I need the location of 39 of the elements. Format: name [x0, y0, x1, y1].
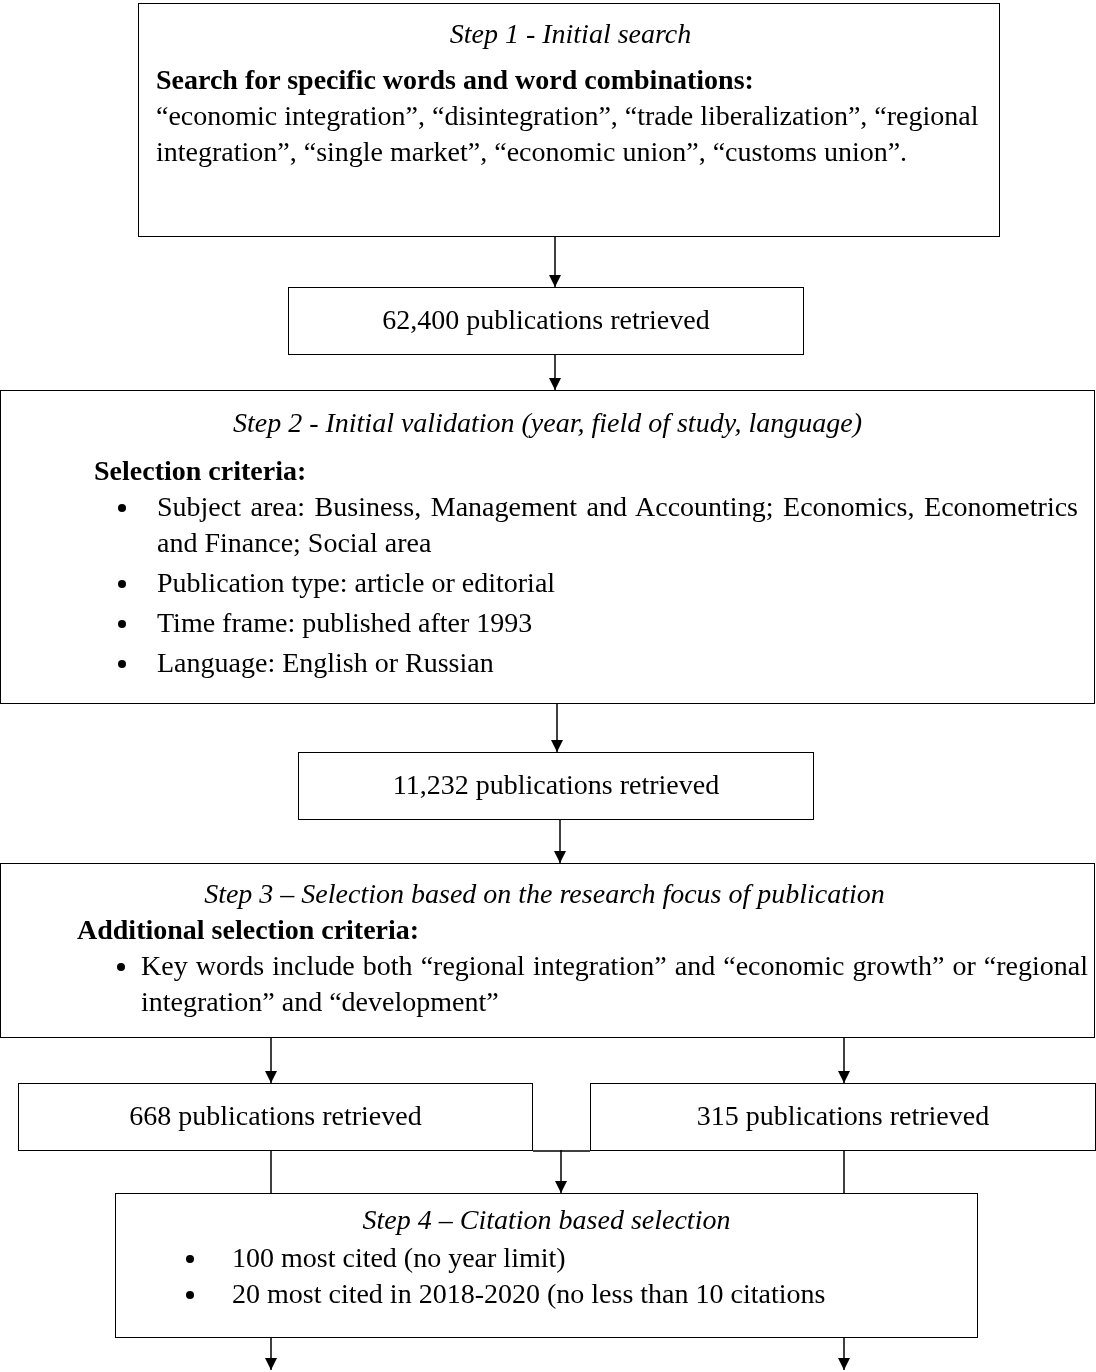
process-box [138, 3, 1000, 237]
criterion-text: Subject area: Business, Management and Accounting; Economics, Econometrics and Finance; Social area [157, 490, 1078, 560]
criterion-text: Time frame: published after 1993 [157, 606, 534, 640]
criterion-text: Language: English or Russian [157, 646, 495, 680]
arrow [555, 1149, 567, 1194]
arrow [549, 354, 561, 391]
result-count-text: 668 publications retrieved [128, 1099, 423, 1133]
process-box [298, 752, 814, 820]
connector-line [270, 1150, 272, 1194]
connector-line [843, 1150, 845, 1194]
result-count-text: 11,232 publications retrieved [391, 768, 721, 802]
search-terms-text: “economic integration”, “disintegration”, “trade liberalization”, “regional integration”, “single market”, “economic union”, “customs union”. [156, 99, 980, 169]
process-box [0, 863, 1095, 1038]
arrow [551, 703, 563, 753]
criterion-text: 20 most cited in 2018-2020 (no less than 10 citations [232, 1277, 827, 1311]
arrow [549, 236, 561, 288]
result-count-text: 315 publications retrieved [695, 1099, 991, 1133]
process-box [590, 1083, 1096, 1151]
arrow [554, 819, 566, 864]
criterion-text: Key words include both “regional integration” and “economic growth” or “regional integration” and “development” [141, 949, 1088, 1019]
connector-line [532, 1150, 591, 1152]
criterion-text: 100 most cited (no year limit) [232, 1241, 567, 1275]
arrow [265, 1337, 277, 1371]
arrow [265, 1037, 277, 1084]
criterion-text: Publication type: article or editorial [157, 566, 557, 600]
criteria-heading: Additional selection criteria: [77, 913, 421, 947]
process-box [115, 1193, 978, 1338]
arrow [838, 1037, 850, 1084]
step-heading: Step 2 - Initial validation (year, field of study, language) [231, 406, 864, 440]
process-box [288, 287, 804, 355]
arrow [838, 1337, 850, 1371]
step-heading: Step 4 – Citation based selection [361, 1203, 732, 1237]
process-box [0, 390, 1095, 704]
process-box [18, 1083, 533, 1151]
step-heading: Step 3 – Selection based on the research focus of publication [203, 877, 886, 911]
criteria-heading: Search for specific words and word combinations: [156, 63, 755, 97]
step-heading: Step 1 - Initial search [448, 17, 693, 51]
criteria-heading: Selection criteria: [94, 454, 308, 488]
result-count-text: 62,400 publications retrieved [381, 303, 711, 337]
